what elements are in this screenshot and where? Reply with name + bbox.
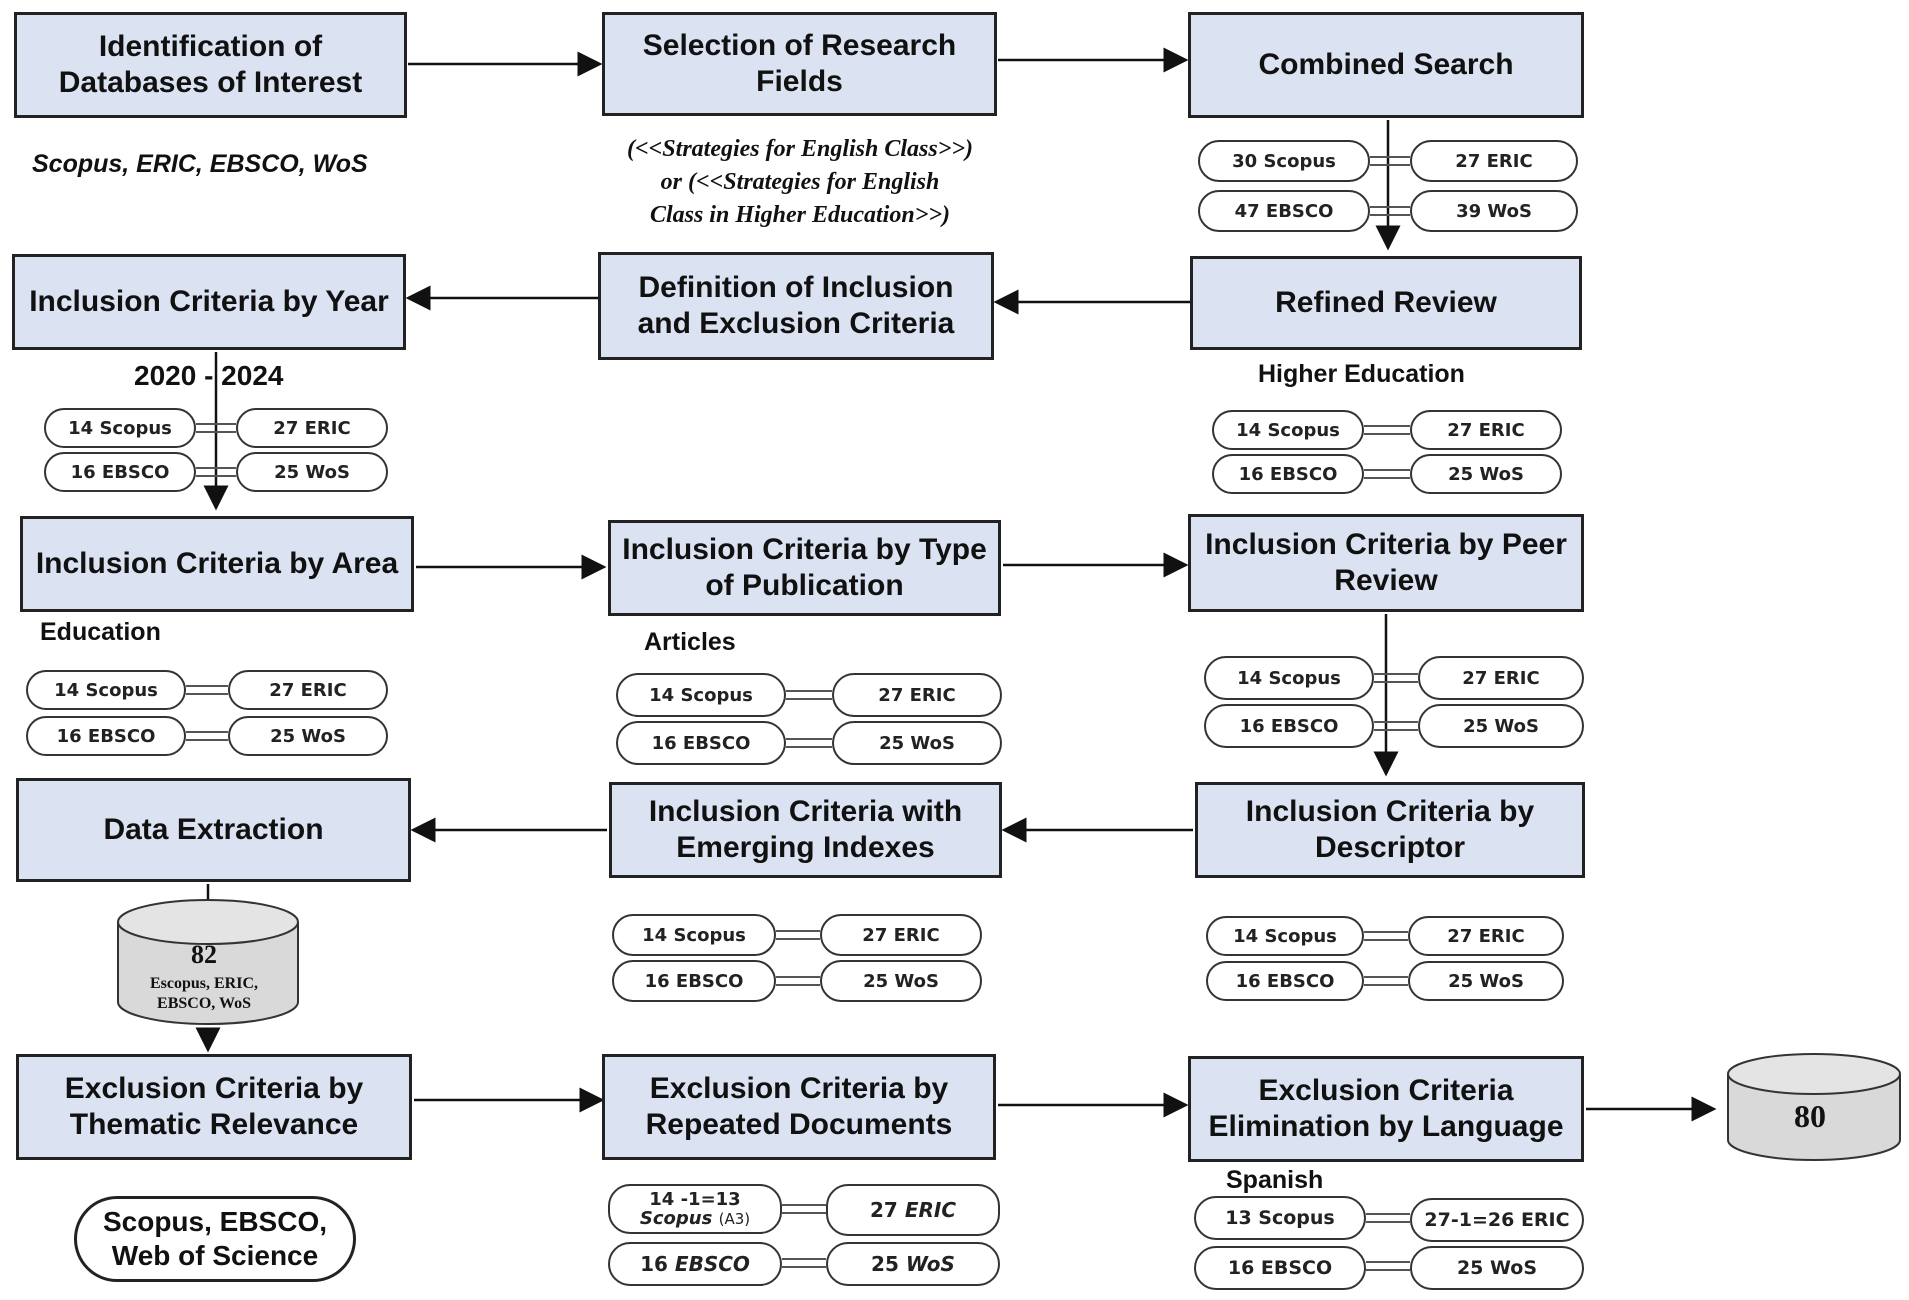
final-databases-pill: Scopus, EBSCO, Web of Science [74, 1196, 356, 1282]
pill-type-wos: 25 WoS [832, 721, 1002, 765]
spanish-label: Spanish [1226, 1166, 1324, 1194]
cylinder-82-dbs-line2: EBSCO, WoS [157, 995, 251, 1012]
box-area: Inclusion Criteria by Area [20, 516, 414, 612]
strategies-line1: (<<Strategies for English Class>>) [626, 136, 974, 162]
box-type-publication: Inclusion Criteria by Type of Publicatio… [608, 520, 1001, 616]
pill-language-ebsco: 16 EBSCO [1194, 1246, 1366, 1290]
pill-descriptor-wos: 25 WoS [1408, 961, 1564, 1001]
pill-repeated-eric-name: ERIC [904, 1198, 956, 1222]
pill-year-scopus: 14 Scopus [44, 408, 196, 448]
pill-repeated-ebsco-num: 16 [640, 1252, 668, 1276]
pill-language-wos: 25 WoS [1410, 1246, 1584, 1290]
box-repeated-documents: Exclusion Criteria by Repeated Documents [602, 1054, 996, 1160]
pill-refined-wos: 25 WoS [1410, 454, 1562, 494]
pill-language-scopus: 13 Scopus [1194, 1196, 1366, 1240]
pill-type-eric: 27 ERIC [832, 673, 1002, 717]
articles-label: Articles [644, 628, 736, 656]
pill-area-ebsco: 16 EBSCO [26, 716, 186, 756]
strategies-line3: Class in Higher Education>>) [649, 202, 951, 228]
pill-area-wos: 25 WoS [228, 716, 388, 756]
strategies-text: (<<Strategies for English Class>>) or (<… [580, 133, 1020, 232]
box-refined: Refined Review [1190, 256, 1582, 350]
box-data-extraction: Data Extraction [16, 778, 411, 882]
pill-repeated-wos-name: WoS [905, 1252, 955, 1276]
box-combined: Combined Search [1188, 12, 1584, 118]
pill-connectors [186, 156, 1418, 1271]
pill-peer-scopus: 14 Scopus [1204, 656, 1374, 700]
education-label: Education [40, 618, 161, 646]
box-emerging-indexes: Inclusion Criteria with Emerging Indexes [609, 782, 1002, 878]
pill-repeated-eric-num: 27 [870, 1198, 898, 1222]
pill-type-ebsco: 16 EBSCO [616, 721, 786, 765]
pill-combined-ebsco: 47 EBSCO [1198, 190, 1370, 232]
pill-emerging-ebsco: 16 EBSCO [612, 960, 776, 1002]
pill-repeated-scopus: 14 -1=13 Scopus (A3) [608, 1184, 782, 1234]
pill-combined-eric: 27 ERIC [1410, 140, 1578, 182]
database-cylinder-82: 82 Escopus, ERIC, EBSCO, WoS [117, 899, 299, 1025]
pill-descriptor-scopus: 14 Scopus [1206, 916, 1364, 956]
pill-language-eric: 27-1=26 ERIC [1410, 1198, 1584, 1242]
box-peer-review: Inclusion Criteria by Peer Review [1188, 514, 1584, 612]
cylinder-82-dbs-line1: Escopus, ERIC, [150, 975, 258, 992]
pill-area-scopus: 14 Scopus [26, 670, 186, 710]
higher-education-label: Higher Education [1258, 360, 1465, 388]
pill-refined-scopus: 14 Scopus [1212, 410, 1364, 450]
pill-repeated-scopus-name: Scopus [639, 1207, 713, 1229]
pill-repeated-scopus-count: 14 -1=13 [649, 1188, 741, 1210]
box-year: Inclusion Criteria by Year [12, 254, 406, 350]
pill-area-eric: 27 ERIC [228, 670, 388, 710]
databases-label: Scopus, ERIC, EBSCO, WoS [32, 150, 368, 178]
final-databases-line2: Web of Science [111, 1240, 319, 1271]
final-databases-line1: Scopus, EBSCO, [102, 1206, 328, 1237]
pill-descriptor-eric: 27 ERIC [1408, 916, 1564, 956]
pill-year-ebsco: 16 EBSCO [44, 452, 196, 492]
pill-refined-eric: 27 ERIC [1410, 410, 1562, 450]
box-identification: Identification of Databases of Interest [14, 12, 407, 118]
pill-year-wos: 25 WoS [236, 452, 388, 492]
pill-emerging-eric: 27 ERIC [820, 914, 982, 956]
pill-repeated-ebsco: 16 EBSCO [608, 1242, 782, 1286]
box-definition: Definition of Inclusion and Exclusion Cr… [598, 252, 994, 360]
years-label: 2020 - 2024 [134, 360, 284, 391]
pill-repeated-scopus-note: (A3) [718, 1209, 751, 1228]
cylinder-82-count: 82 [191, 940, 217, 969]
strategies-line2: or (<<Strategies for English [660, 169, 940, 195]
pill-year-eric: 27 ERIC [236, 408, 388, 448]
pill-emerging-wos: 25 WoS [820, 960, 982, 1002]
pill-type-scopus: 14 Scopus [616, 673, 786, 717]
pill-descriptor-ebsco: 16 EBSCO [1206, 961, 1364, 1001]
pill-peer-wos: 25 WoS [1418, 704, 1584, 748]
pill-repeated-wos-num: 25 [871, 1252, 899, 1276]
pill-repeated-eric: 27 ERIC [826, 1184, 1000, 1236]
box-selection: Selection of Research Fields [602, 12, 997, 116]
pill-refined-ebsco: 16 EBSCO [1212, 454, 1364, 494]
pill-combined-wos: 39 WoS [1410, 190, 1578, 232]
pill-combined-scopus: 30 Scopus [1198, 140, 1370, 182]
box-language: Exclusion Criteria Elimination by Langua… [1188, 1056, 1584, 1162]
pill-peer-ebsco: 16 EBSCO [1204, 704, 1374, 748]
pill-repeated-ebsco-name: EBSCO [674, 1252, 750, 1276]
pill-peer-eric: 27 ERIC [1418, 656, 1584, 700]
box-thematic-relevance: Exclusion Criteria by Thematic Relevance [16, 1054, 412, 1160]
pill-repeated-wos: 25 WoS [826, 1242, 1000, 1286]
pill-emerging-scopus: 14 Scopus [612, 914, 776, 956]
box-descriptor: Inclusion Criteria by Descriptor [1195, 782, 1585, 878]
database-cylinder-80: 80 [1727, 1053, 1901, 1161]
cylinder-80-count: 80 [1794, 1098, 1826, 1134]
